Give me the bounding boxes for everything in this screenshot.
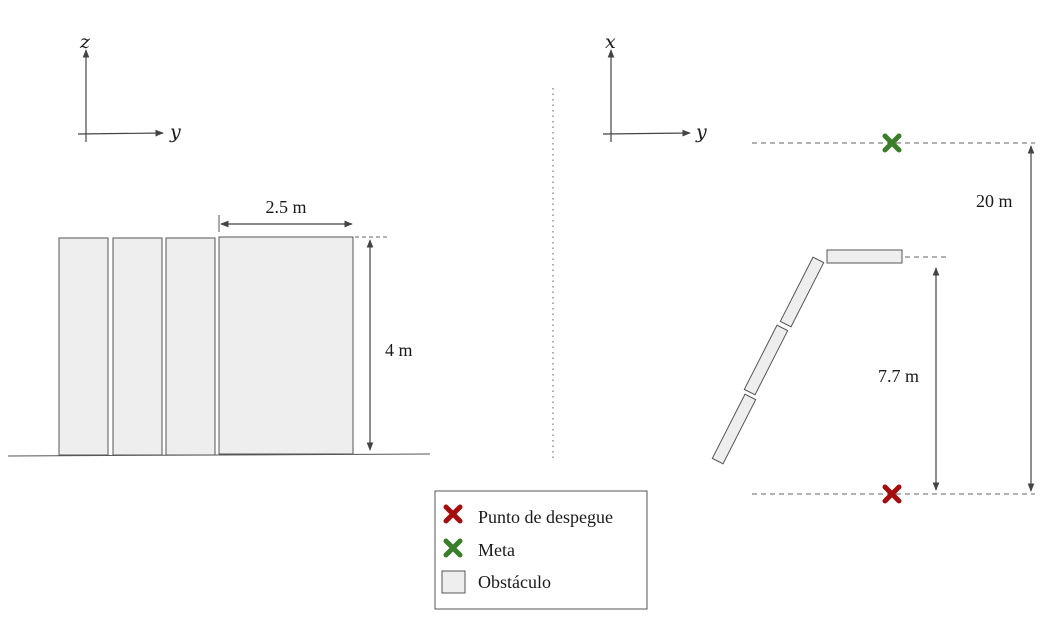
goal-marker-icon [882,133,902,153]
legend-takeoff-label: Punto de despegue [478,507,613,527]
side-view-axes: z y [77,31,181,143]
top-obstacle-3 [743,324,789,396]
top-view-axes: x y [602,31,707,143]
side-obstacle-3 [165,237,216,456]
top-axis-y-label: y [695,121,707,143]
red-x-icon [443,504,463,524]
legend: Punto de despegue Meta Obstáculo [434,490,648,610]
ground-line [7,453,431,457]
top-obstacle-4 [711,393,757,465]
top-axis-x-label: x [605,31,616,53]
takeoff-marker-icon [882,484,902,504]
green-x-icon [443,538,463,558]
side-axis-y-label: y [169,121,181,143]
side-view: z y 2.5 m 4 m [7,31,431,457]
top-obstacle-1 [826,249,903,264]
height-dimension-label: 4 m [385,340,413,360]
top-obstacle-2 [779,256,825,328]
legend-obstacle-label: Obstáculo [478,572,551,592]
legend-goal-label: Meta [478,540,515,560]
side-obstacle-4 [218,236,354,455]
side-obstacle-2 [112,237,163,456]
obstacle-distance-label: 7.7 m [878,366,919,386]
side-obstacle-1 [58,237,109,456]
obstacle-swatch-icon [441,570,466,594]
goal-distance-label: 20 m [976,191,1013,211]
side-axis-z-label: z [79,31,91,53]
legend-box [434,490,648,610]
width-dimension-label: 2.5 m [265,197,306,217]
top-view: x y 7.7 m 20 m [602,31,1035,504]
